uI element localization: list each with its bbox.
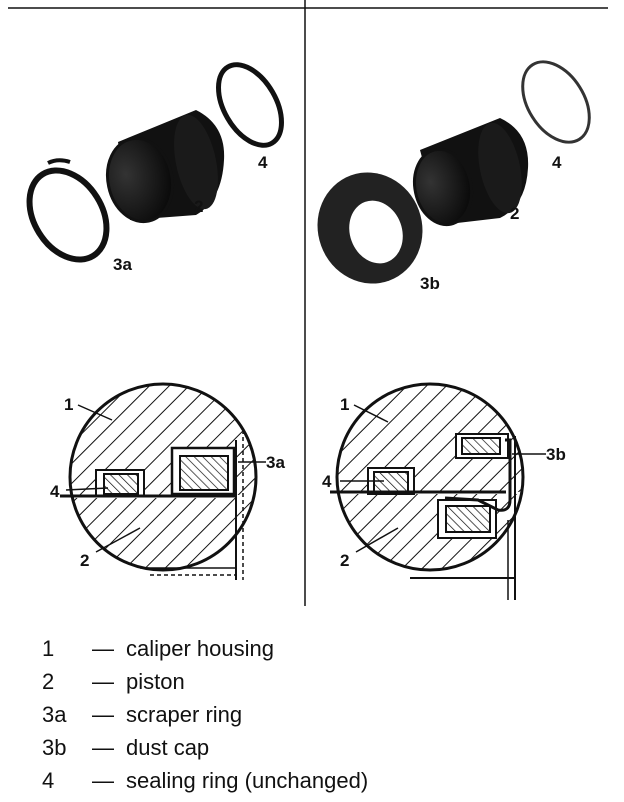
label-sec-right-dustcap: 3b [546,445,566,464]
label-sec-left-piston: 2 [80,551,89,570]
label-sec-right-seal: 4 [322,472,332,491]
legend-dash: — [92,735,114,760]
legend-item: 3a — scraper ring [42,702,602,735]
exploded-view-left: 4 2 3a [26,62,284,274]
piston-right [412,118,529,227]
legend-item: 3b — dust cap [42,735,602,768]
piston-left [106,110,225,224]
label-sec-right-piston: 2 [340,551,349,570]
legend-text: scraper ring [126,702,243,727]
label-piston-left: 2 [194,197,203,216]
figure-canvas: 4 2 3a 4 2 3b [8,0,608,606]
legend-dash: — [92,768,114,793]
legend-text: dust cap [126,735,210,760]
section-view-left: 1 4 3a 2 [50,382,285,580]
sealing-ring-right [521,60,591,144]
legend-number: 3a [42,702,67,727]
legend-dash: — [92,669,114,694]
legend-item: 1 — caliper housing [42,636,602,669]
legend-number: 2 [42,669,55,694]
exploded-view-right: 4 2 3b [317,60,591,293]
label-ring3b: 3b [420,274,440,293]
label-sec-left-housing: 1 [64,395,73,414]
label-ring3a: 3a [113,255,132,274]
dust-cap-right [317,172,423,284]
label-ring4-left: 4 [258,153,268,172]
scraper-ring-left [26,167,110,263]
sealing-ring-left [216,62,284,148]
label-ring4-right: 4 [552,153,562,172]
label-sec-left-seal: 4 [50,482,60,501]
legend-item: 4 — sealing ring (unchanged) [42,768,602,801]
legend: 1 — caliper housing 2 — piston 3a — scra… [42,636,602,801]
section-view-right: 1 4 3b 2 [322,382,566,600]
legend-text: caliper housing [126,636,274,661]
legend-text: piston [126,669,185,694]
legend-text: sealing ring (unchanged) [126,768,369,793]
legend-number: 3b [42,735,67,760]
legend-dash: — [92,702,114,727]
legend-dash: — [92,636,114,661]
legend-item: 2 — piston [42,669,602,702]
label-piston-right: 2 [510,204,519,223]
legend-number: 4 [42,768,55,793]
legend-number: 1 [42,636,55,661]
label-sec-left-scraper: 3a [266,453,285,472]
label-sec-right-housing: 1 [340,395,349,414]
